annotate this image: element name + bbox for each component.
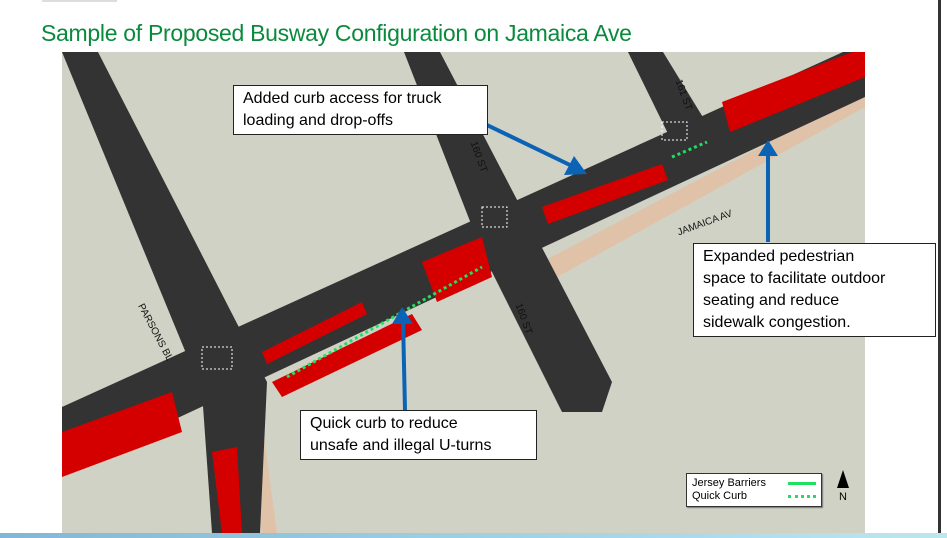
solid-line-icon [788,482,816,485]
callout-line: space to facilitate outdoor [703,270,886,287]
legend-quick-curb: Quick Curb [692,490,748,502]
quick-curb-line-east [671,140,708,159]
bus-lane-west [62,392,182,477]
north-label: N [839,491,847,503]
bus-lane-north-1 [262,302,367,364]
crosswalk [201,346,233,370]
bus-lane-3 [542,164,668,224]
callout-line: Expanded pedestrian [703,248,855,265]
bottom-gradient-bar [0,533,947,538]
north-arrow: N [835,470,851,503]
crosswalk [661,121,688,141]
bus-lane-south-1 [272,314,422,397]
north-arrow-icon [837,470,849,488]
callout-line: sidewalk congestion. [703,314,851,331]
bus-lane-2 [422,237,492,302]
sidewalk-south [532,92,865,292]
callout-line: loading and drop-offs [243,112,394,129]
callout-line: Quick curb to reduce [310,415,458,432]
bus-lane-4 [722,52,865,132]
callout-line: unsafe and illegal U-turns [310,437,492,454]
dotted-line-icon [788,495,816,498]
legend-jersey-barriers: Jersey Barriers [692,477,766,489]
top-decoration [42,0,117,2]
road-parsons-bl [62,52,267,533]
slide-title: Sample of Proposed Busway Configuration … [41,20,632,46]
map-legend: Jersey Barriers Quick Curb [686,473,822,507]
callout-quick-curb: Quick curb to reduce unsafe and illegal … [300,410,537,460]
quick-curb-line [286,265,483,379]
callout-pedestrian-space: Expanded pedestrian space to facilitate … [693,243,936,337]
bus-lane-parsons [212,447,242,533]
right-border [938,0,941,538]
callout-curb-access: Added curb access for truck loading and … [233,85,488,135]
callout-arrows [392,123,778,411]
callout-line: seating and reduce [703,292,840,309]
crosswalk [481,206,508,228]
callout-line: Added curb access for truck [243,90,442,107]
